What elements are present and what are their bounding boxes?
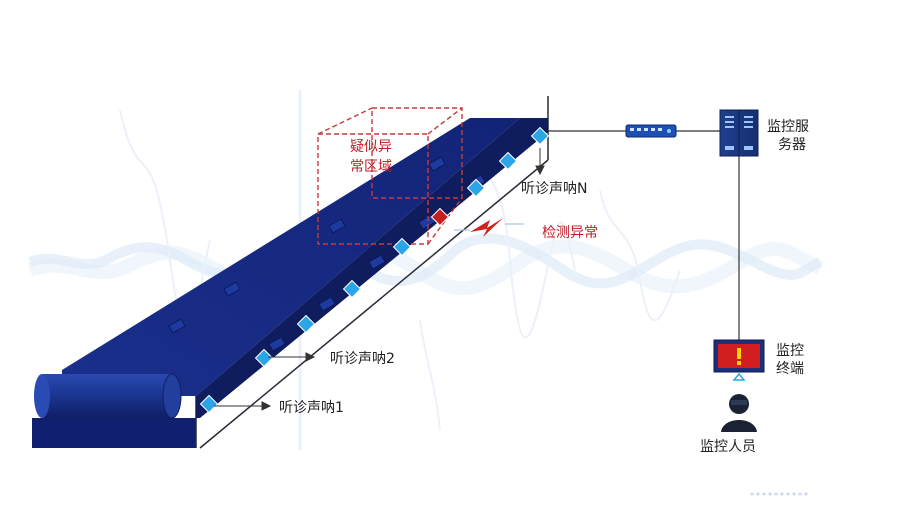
server-label-2: 务器 (778, 137, 806, 153)
monitor-alert-icon (713, 339, 765, 381)
decorative-dots (750, 492, 808, 496)
terminal-label-2: 终端 (776, 361, 804, 377)
sensor (392, 237, 412, 257)
sensor (342, 279, 362, 299)
sensor-n (530, 126, 550, 146)
server-label: 监控服 (767, 119, 809, 135)
sensor-1 (199, 394, 219, 414)
sensor-callouts (214, 148, 545, 411)
sensor-2-label: 听诊声呐2 (330, 350, 395, 367)
network-switch-icon (625, 124, 677, 138)
suspect-zone-label: 疑似异 (350, 139, 392, 155)
suspect-zone-label-2: 常区域 (350, 159, 392, 175)
server-rack-icon (719, 109, 759, 157)
operator-label: 监控人员 (700, 439, 756, 455)
network-links (548, 130, 740, 340)
idler-rollers (168, 156, 486, 352)
sensor-2 (254, 348, 274, 368)
sensor-1-label: 听诊声呐1 (279, 399, 344, 416)
sensor (296, 314, 316, 334)
terminal-label: 监控 (776, 343, 804, 359)
anomaly-sensor (430, 207, 450, 227)
conveyor-base (32, 418, 196, 448)
sensor (498, 151, 518, 171)
person-icon (721, 394, 757, 432)
background-waveform (27, 90, 823, 450)
sonar-sensors (199, 126, 550, 414)
sensor-n-label: 听诊声呐N (521, 180, 587, 197)
sensor (466, 178, 486, 198)
head-drum (34, 373, 182, 419)
lightning-bolt-icon (454, 218, 524, 237)
detect-anomaly-label: 检测异常 (542, 225, 598, 241)
